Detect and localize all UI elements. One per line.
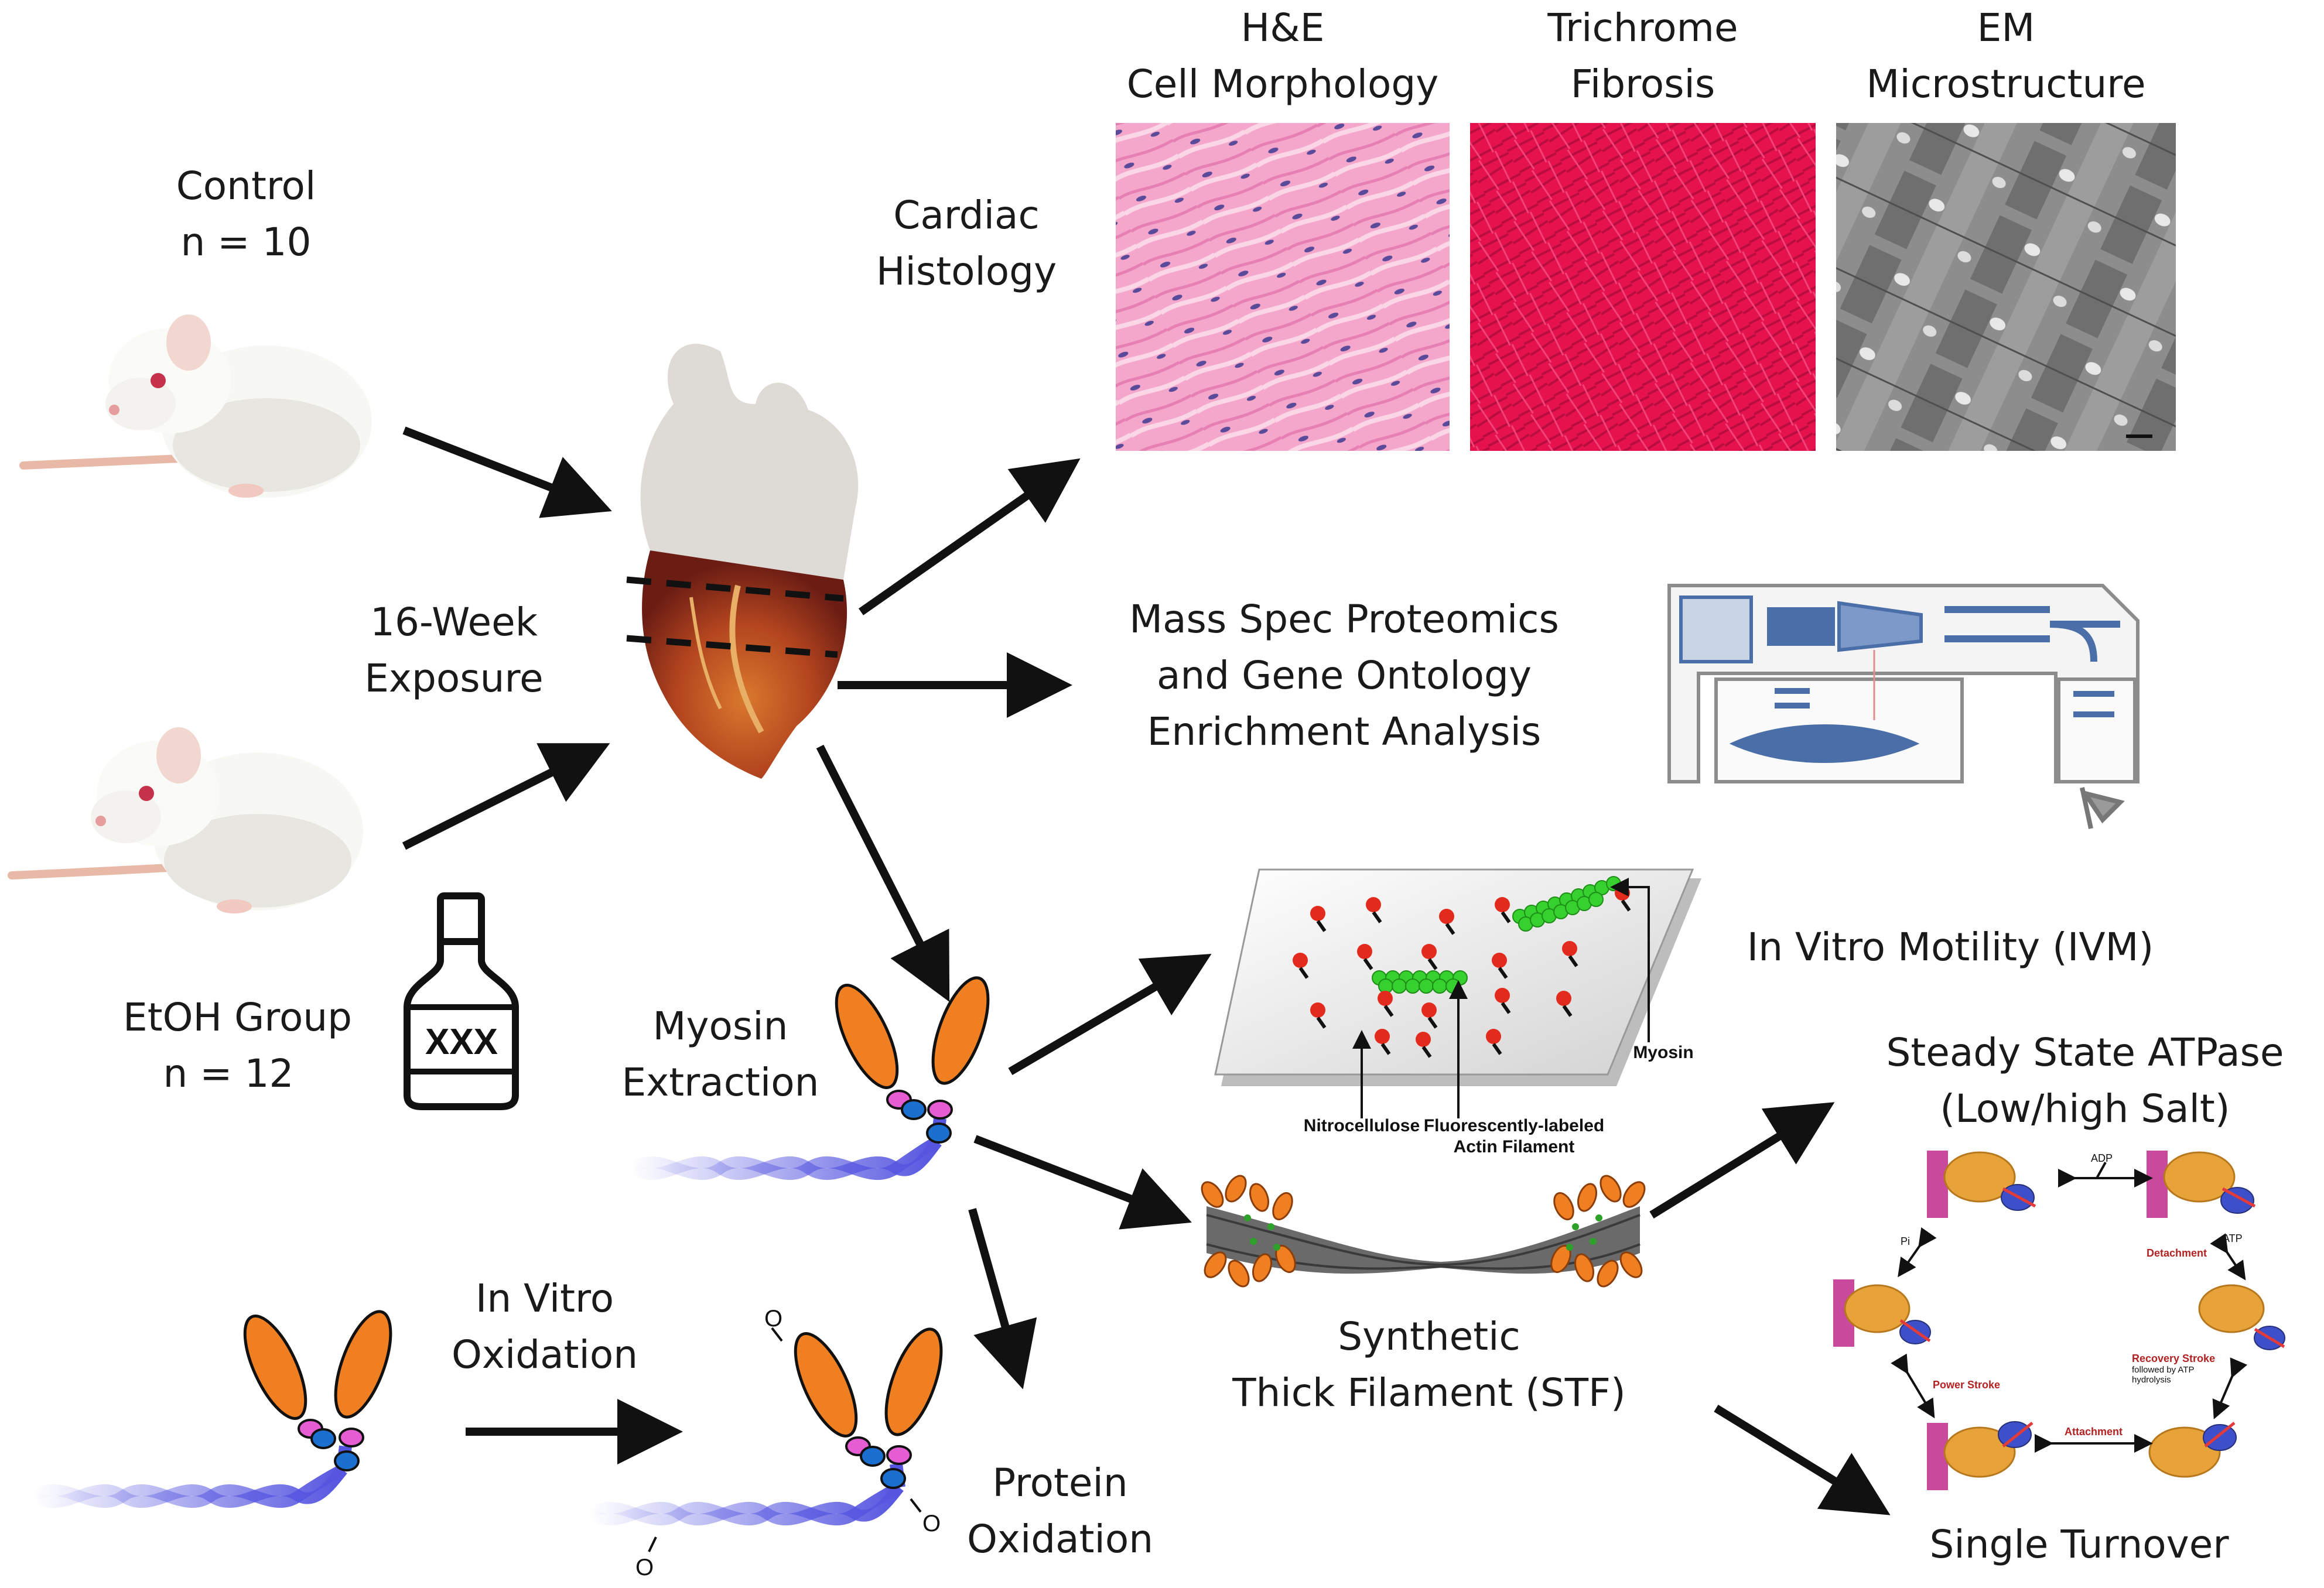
stf-line-1: Synthetic (1338, 1314, 1520, 1359)
myosin-unoxidized (32, 1310, 392, 1508)
cardiac-histology-line-2: Histology (876, 249, 1057, 294)
attachment-label: Attachment (2065, 1426, 2123, 1438)
etoh-rat-image (8, 727, 363, 913)
control-group-name: Control (176, 163, 316, 208)
etoh-group-name: EtOH Group (123, 995, 353, 1040)
recovery-line-2: followed by ATP (2132, 1365, 2195, 1375)
bottle-label: XXX (425, 1022, 498, 1062)
adp-label: ADP (2091, 1152, 2113, 1164)
control-rat-image (19, 314, 372, 498)
he-stain-image (1116, 123, 1450, 451)
ivm-pointers (1352, 878, 1650, 1118)
myosin-dots (1293, 885, 1630, 1047)
atpase-line-2: (Low/high Salt) (1940, 1086, 2230, 1131)
detachment-label: Detachment (2147, 1247, 2207, 1259)
myosin-tethers (1298, 899, 1631, 1058)
stf-line-2: Thick Filament (STF) (1232, 1370, 1626, 1415)
em-title-line-1: EM (1977, 5, 2035, 50)
control-group-n: n = 10 (180, 220, 312, 265)
myosin-extraction-line-2: Extraction (621, 1060, 819, 1105)
heart-image (626, 344, 859, 779)
actin-filament-label: Fluorescently-labeled Actin Filament (1403, 1115, 1625, 1158)
ivm-assay-diagram (1214, 868, 1701, 1118)
control-group-label: Control n = 10 (158, 158, 334, 271)
arrow-control-to-heart (402, 426, 612, 518)
arrow-stf-to-single-turnover (1714, 1405, 1891, 1515)
cardiac-histology-line-1: Cardiac (893, 193, 1040, 238)
protein-oxidation-label: Protein Oxidation (955, 1455, 1166, 1568)
arrow-heart-to-myosin (816, 744, 950, 1002)
atpase-line-1: Steady State ATPase (1886, 1030, 2284, 1075)
oxygen-label: O (635, 1555, 654, 1580)
proteomics-line-3: Enrichment Analysis (1147, 709, 1542, 754)
pi-label: Pi (1901, 1236, 1911, 1247)
atpase-label: Steady State ATPase (Low/high Salt) (1868, 1025, 2302, 1137)
actin-filament (1512, 876, 1621, 932)
arrow-myosin-to-ivm (1008, 954, 1212, 1076)
proteomics-line-1: Mass Spec Proteomics (1129, 597, 1559, 642)
in-vitro-oxidation-label: In Vitro Oxidation (445, 1271, 644, 1383)
he-title-line-1: H&E (1240, 5, 1325, 50)
myosin-pointer-label: Myosin (1633, 1043, 1694, 1062)
em-title-line-2: Microstructure (1866, 61, 2146, 107)
em-micrograph-image (1836, 123, 2176, 451)
he-title-line-2: Cell Morphology (1126, 61, 1439, 107)
in-vitro-oxidation-line-1: In Vitro (475, 1276, 614, 1321)
exposure-line-1: 16-Week (370, 600, 538, 645)
proteomics-line-2: and Gene Ontology (1156, 653, 1532, 698)
myosin-extraction-line-1: Myosin (652, 1004, 788, 1049)
arrow-heart-to-histology (858, 458, 1081, 615)
protein-oxidation-line-1: Protein (992, 1460, 1128, 1505)
trichrome-panel-title: Trichrome Fibrosis (1470, 0, 1816, 112)
alcohol-bottle-icon: XXX (404, 892, 519, 1110)
trichrome-stain-image (1470, 123, 1816, 451)
in-vitro-oxidation-line-2: Oxidation (451, 1332, 638, 1377)
recovery-line-3: hydrolysis (2132, 1375, 2171, 1385)
arrow-myosin-to-protein-oxidation (968, 1208, 1037, 1390)
em-panel-title: EM Microstructure (1836, 0, 2176, 112)
exposure-line-2: Exposure (364, 656, 544, 701)
arrow-etoh-to-heart (402, 743, 610, 850)
mass-spectrometer-diagram (1667, 584, 2140, 829)
flow-arrows (402, 426, 1891, 1515)
actin-label-line-1: Fluorescently-labeled (1423, 1116, 1605, 1135)
oxygen-label: O (922, 1511, 941, 1536)
ivm-title: In Vitro Motility (IVM) (1747, 925, 2154, 970)
arrow-myosin-to-stf (973, 1135, 1192, 1230)
cardiac-histology-label: Cardiac Histology (855, 187, 1078, 300)
recovery-stroke-label: Recovery Stroke followed by ATP hydrolys… (2132, 1353, 2215, 1385)
he-panel-title: H&E Cell Morphology (1107, 0, 1458, 112)
trichrome-title-line-2: Fibrosis (1570, 61, 1715, 107)
etoh-group-n: n = 12 (163, 1051, 294, 1096)
crossbridge-cycle-diagram (1833, 1151, 2285, 1490)
power-stroke-label: Power Stroke (1933, 1379, 2001, 1391)
actin-filament (1372, 970, 1468, 994)
etoh-group-label: EtOH Group n = 12 (123, 990, 353, 1102)
arrow-stf-to-atpase (1649, 1102, 1835, 1219)
recovery-line-1: Recovery Stroke (2132, 1353, 2216, 1364)
stf-label: Synthetic Thick Filament (STF) (1171, 1309, 1687, 1421)
exposure-label: 16-Week Exposure (348, 594, 559, 707)
single-turnover-label: Single Turnover (1929, 1522, 2229, 1567)
oxygen-label: O (764, 1306, 782, 1332)
actin-label-line-2: Actin Filament (1453, 1137, 1575, 1156)
atp-label: ATP (2223, 1233, 2243, 1244)
proteomics-label: Mass Spec Proteomics and Gene Ontology E… (1095, 591, 1593, 760)
synthetic-thick-filament (1201, 1175, 1646, 1288)
nitrocellulose-label: Nitrocellulose (1303, 1116, 1420, 1135)
myosin-extraction-label: Myosin Extraction (621, 998, 820, 1111)
trichrome-title-line-1: Trichrome (1547, 5, 1738, 50)
protein-oxidation-line-2: Oxidation (966, 1517, 1154, 1562)
myosin-oxidized: O O O (588, 1306, 943, 1580)
myosin-molecule (629, 976, 990, 1180)
